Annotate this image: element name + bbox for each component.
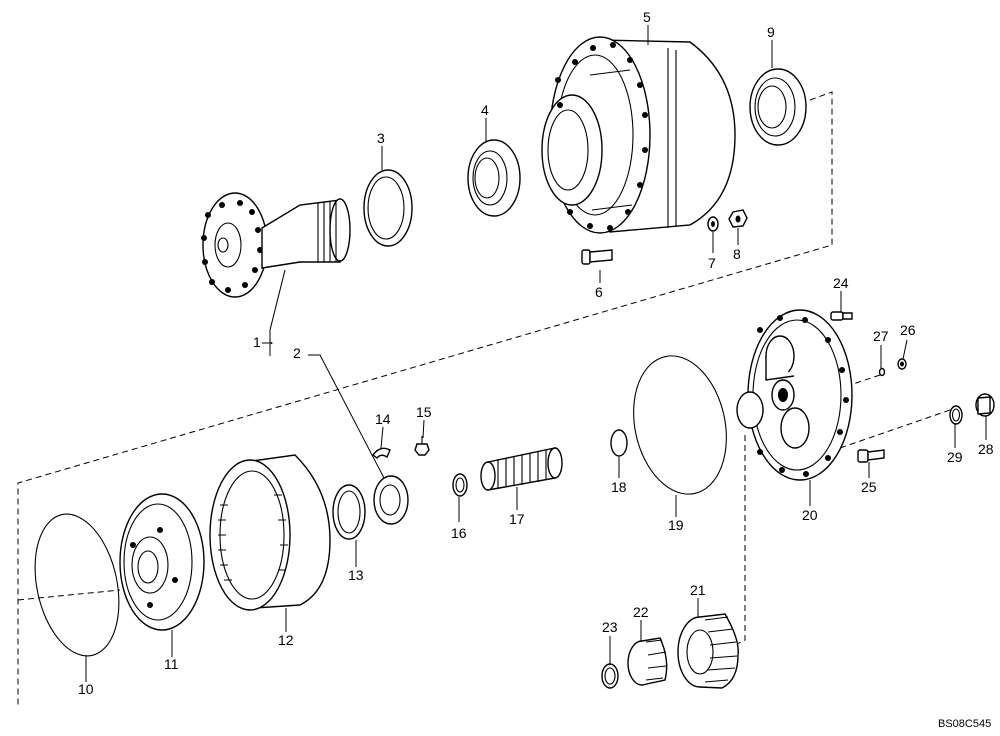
part-20-planet-carrier [736,309,853,481]
part-18-thrust-disc [610,429,628,457]
callout-20: 20 [802,507,818,523]
reference-code: BS08C545 [938,718,991,730]
part-16-snap-ring [452,473,468,497]
callout-13: 13 [348,567,364,583]
part-24-bolt [830,311,853,321]
callout-15: 15 [416,404,432,420]
callout-17: 17 [509,511,525,527]
callout-9: 9 [767,24,775,40]
part-13-snap-ring [332,484,366,540]
part-4-bearing [467,139,521,217]
callout-27: 27 [873,328,889,344]
callout-numbers: 1 2 3 4 5 6 7 8 9 10 11 12 13 14 15 16 1… [78,9,994,697]
part-6-bolt [581,249,613,265]
part-14-retaining-clip [372,447,391,459]
part-8-nut [728,209,748,228]
part-23-snap-ring [601,663,619,689]
callout-12: 12 [278,632,294,648]
callout-14: 14 [375,411,391,427]
part-1-axle-shaft [201,192,351,298]
leader-lines [85,25,987,682]
part-11-brake-plate [119,493,205,631]
part-17-splined-shaft [480,447,563,491]
callout-2: 2 [293,345,301,361]
part-19-o-ring [633,355,727,495]
part-15-screw [414,436,430,456]
part-5-hub-housing [541,36,736,234]
callout-18: 18 [611,479,627,495]
callout-10: 10 [78,681,94,697]
callout-1: 1 [253,334,261,350]
callout-26: 26 [900,322,916,338]
part-22-planet-bearing [627,637,668,686]
part-28-drain-plug [975,393,995,417]
callout-5: 5 [643,9,651,25]
part-25-bolt [857,449,885,463]
part-29-o-ring [949,405,963,425]
callout-19: 19 [668,517,684,533]
callout-28: 28 [978,441,994,457]
part-26-plug [897,358,907,370]
part-9-seal [749,68,807,146]
callout-11: 11 [164,656,179,672]
part-10-o-ring [34,513,120,657]
callout-29: 29 [947,449,963,465]
callout-23: 23 [602,619,618,635]
callout-3: 3 [377,130,385,146]
callout-7: 7 [708,255,716,271]
callout-25: 25 [861,479,877,495]
callout-4: 4 [481,102,489,118]
part-7-washer [707,216,719,232]
callout-8: 8 [733,246,741,262]
callout-6: 6 [595,284,603,300]
assembly-axis-lines [17,91,951,705]
part-3-seal-ring [363,169,413,247]
callout-24: 24 [833,275,849,291]
part-2-thrust-washer [373,475,409,525]
callout-22: 22 [633,604,649,620]
part-12-ring-gear [209,454,331,611]
callout-21: 21 [690,582,706,598]
part-27-seal-washer [878,367,886,377]
part-21-planet-gear [677,613,739,689]
callout-16: 16 [451,525,467,541]
